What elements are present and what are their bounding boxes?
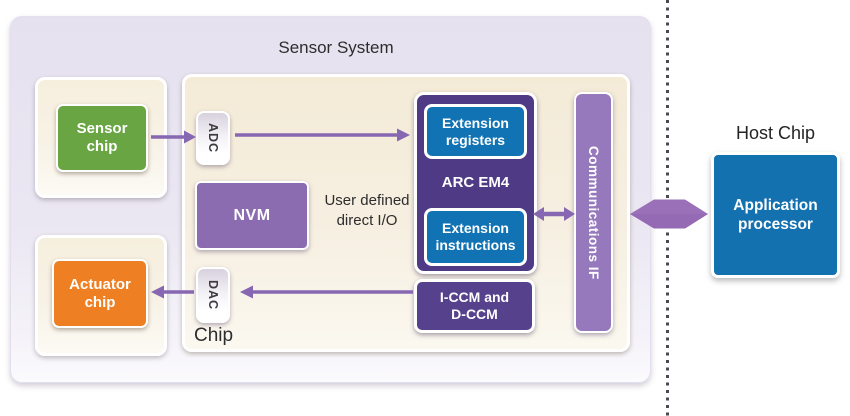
iccm-dccm-block: I-CCM and D-CCM [414,279,535,333]
user-defined-io-label: User defined direct I/O [324,192,410,229]
chip-label: Chip [194,325,234,346]
adc-block: ADC [196,111,230,165]
adc-label: ADC [206,122,220,154]
nvm-block: NVM [195,181,309,250]
sensor-system-title: Sensor System [278,38,394,57]
sensor-chip-block: Sensor chip [56,104,148,172]
actuator-chip-block: Actuator chip [52,259,148,328]
chip-boundary-dotted-line [666,0,669,416]
communications-if-label: Communications IF [586,145,601,280]
communications-if-block: Communications IF [574,92,613,333]
arc-em4-label: ARC EM4 [441,174,510,191]
dac-block: DAC [196,267,230,323]
extension-instructions-block: Extension instructions [424,208,527,266]
arc-em4-block: Extension registers ARC EM4 Extension in… [414,92,537,274]
application-processor-block: Application processor [711,152,840,278]
extension-registers-block: Extension registers [424,104,527,159]
host-chip-label: Host Chip [735,123,816,143]
dac-label: DAC [206,279,220,311]
